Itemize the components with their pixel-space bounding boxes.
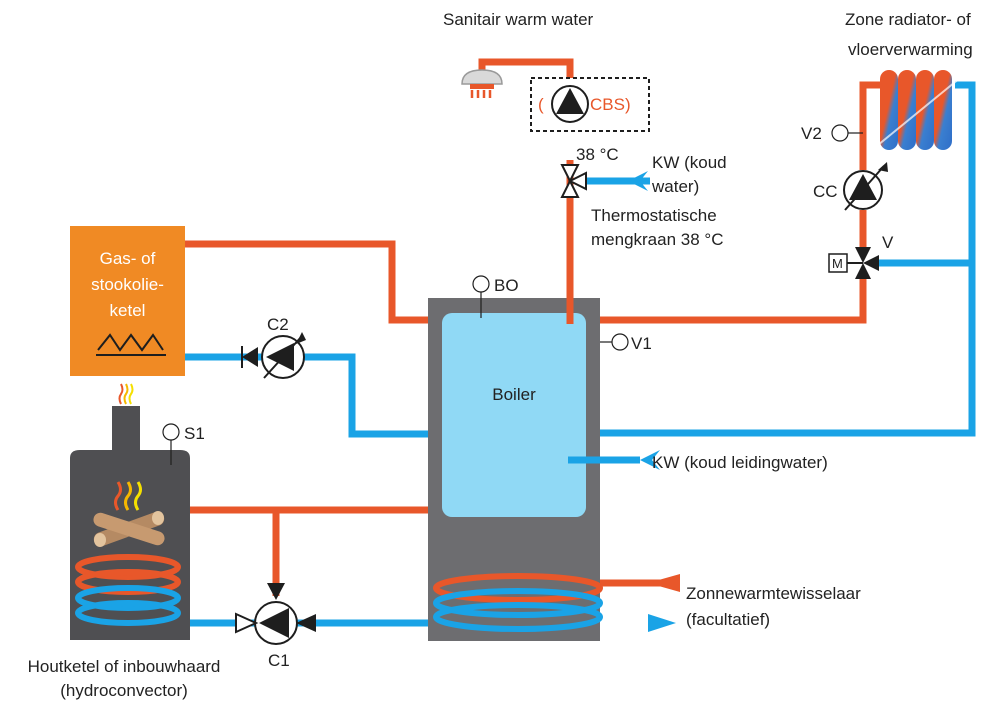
pump-c1-icon	[235, 583, 316, 645]
label-cbs: CBS)	[590, 95, 631, 114]
label-kw-tap: KW (koud leidingwater)	[652, 453, 828, 472]
solar-in-arrow	[648, 574, 680, 592]
sensor-v2-icon	[831, 124, 863, 142]
burner-zigzag-icon	[97, 333, 164, 352]
gas-heater	[70, 226, 185, 376]
label-m: M	[832, 256, 843, 271]
label-solar-line2: (facultatief)	[686, 610, 771, 629]
label-v2: V2	[801, 124, 822, 143]
label-s1: S1	[184, 424, 205, 443]
motor-icon	[828, 253, 848, 273]
label-wood-line1: Houtketel of inbouwhaard	[27, 657, 221, 676]
label-solar-line1: Zonnewarmtewisselaar	[686, 584, 861, 603]
flame-icon	[114, 481, 142, 511]
pump-c2-icon	[241, 332, 306, 379]
wood-stove	[70, 383, 190, 640]
sensor-s1-icon	[162, 423, 180, 465]
label-cbs-open: (	[538, 95, 544, 114]
label-v1: V1	[631, 334, 652, 353]
label-sanitary: Sanitair warm water	[443, 10, 594, 29]
cbs-pump-icon	[551, 85, 589, 123]
label-zone-line2: vloerverwarming	[848, 40, 973, 59]
label-temp-38: 38 °C	[576, 145, 619, 164]
label-kw-line2: water)	[652, 177, 700, 196]
three-way-valve-icon	[560, 164, 587, 198]
shower-head-icon	[461, 69, 503, 98]
pump-cc-icon	[843, 162, 888, 211]
label-bo: BO	[494, 276, 519, 295]
label-gas-line3: ketel	[109, 301, 146, 320]
label-kw-line1: KW (koud	[652, 153, 727, 172]
kw-mixer-arrow	[628, 171, 648, 191]
label-c1: C1	[268, 651, 290, 670]
stove-coil	[75, 554, 181, 626]
solar-coil	[433, 573, 603, 632]
firewood-icon	[93, 511, 165, 547]
boiler-inner	[442, 313, 586, 517]
kw-tap-arrow	[640, 450, 660, 470]
label-gas-line2: stookolie-	[91, 275, 164, 294]
sensor-v1-icon	[600, 333, 629, 351]
label-cc: CC	[813, 182, 838, 201]
label-boiler: Boiler	[492, 385, 536, 404]
label-thermo-line2: mengkraan 38 °C	[591, 230, 724, 249]
cbs-box	[530, 77, 650, 132]
label-wood-line2: (hydroconvector)	[60, 681, 188, 700]
label-gas-line1: Gas- of	[99, 249, 156, 268]
label-zone-line1: Zone radiator- of	[845, 10, 971, 29]
label-v: V	[882, 233, 894, 252]
label-c2: C2	[267, 315, 289, 334]
chimney-flame-icon	[118, 383, 134, 405]
label-thermo-line1: Thermostatische	[591, 206, 717, 225]
solar-out-arrow	[648, 614, 676, 632]
motor-valve-v-icon	[828, 247, 879, 279]
radiator-icon	[877, 70, 961, 150]
sensor-bo-icon	[472, 275, 490, 318]
